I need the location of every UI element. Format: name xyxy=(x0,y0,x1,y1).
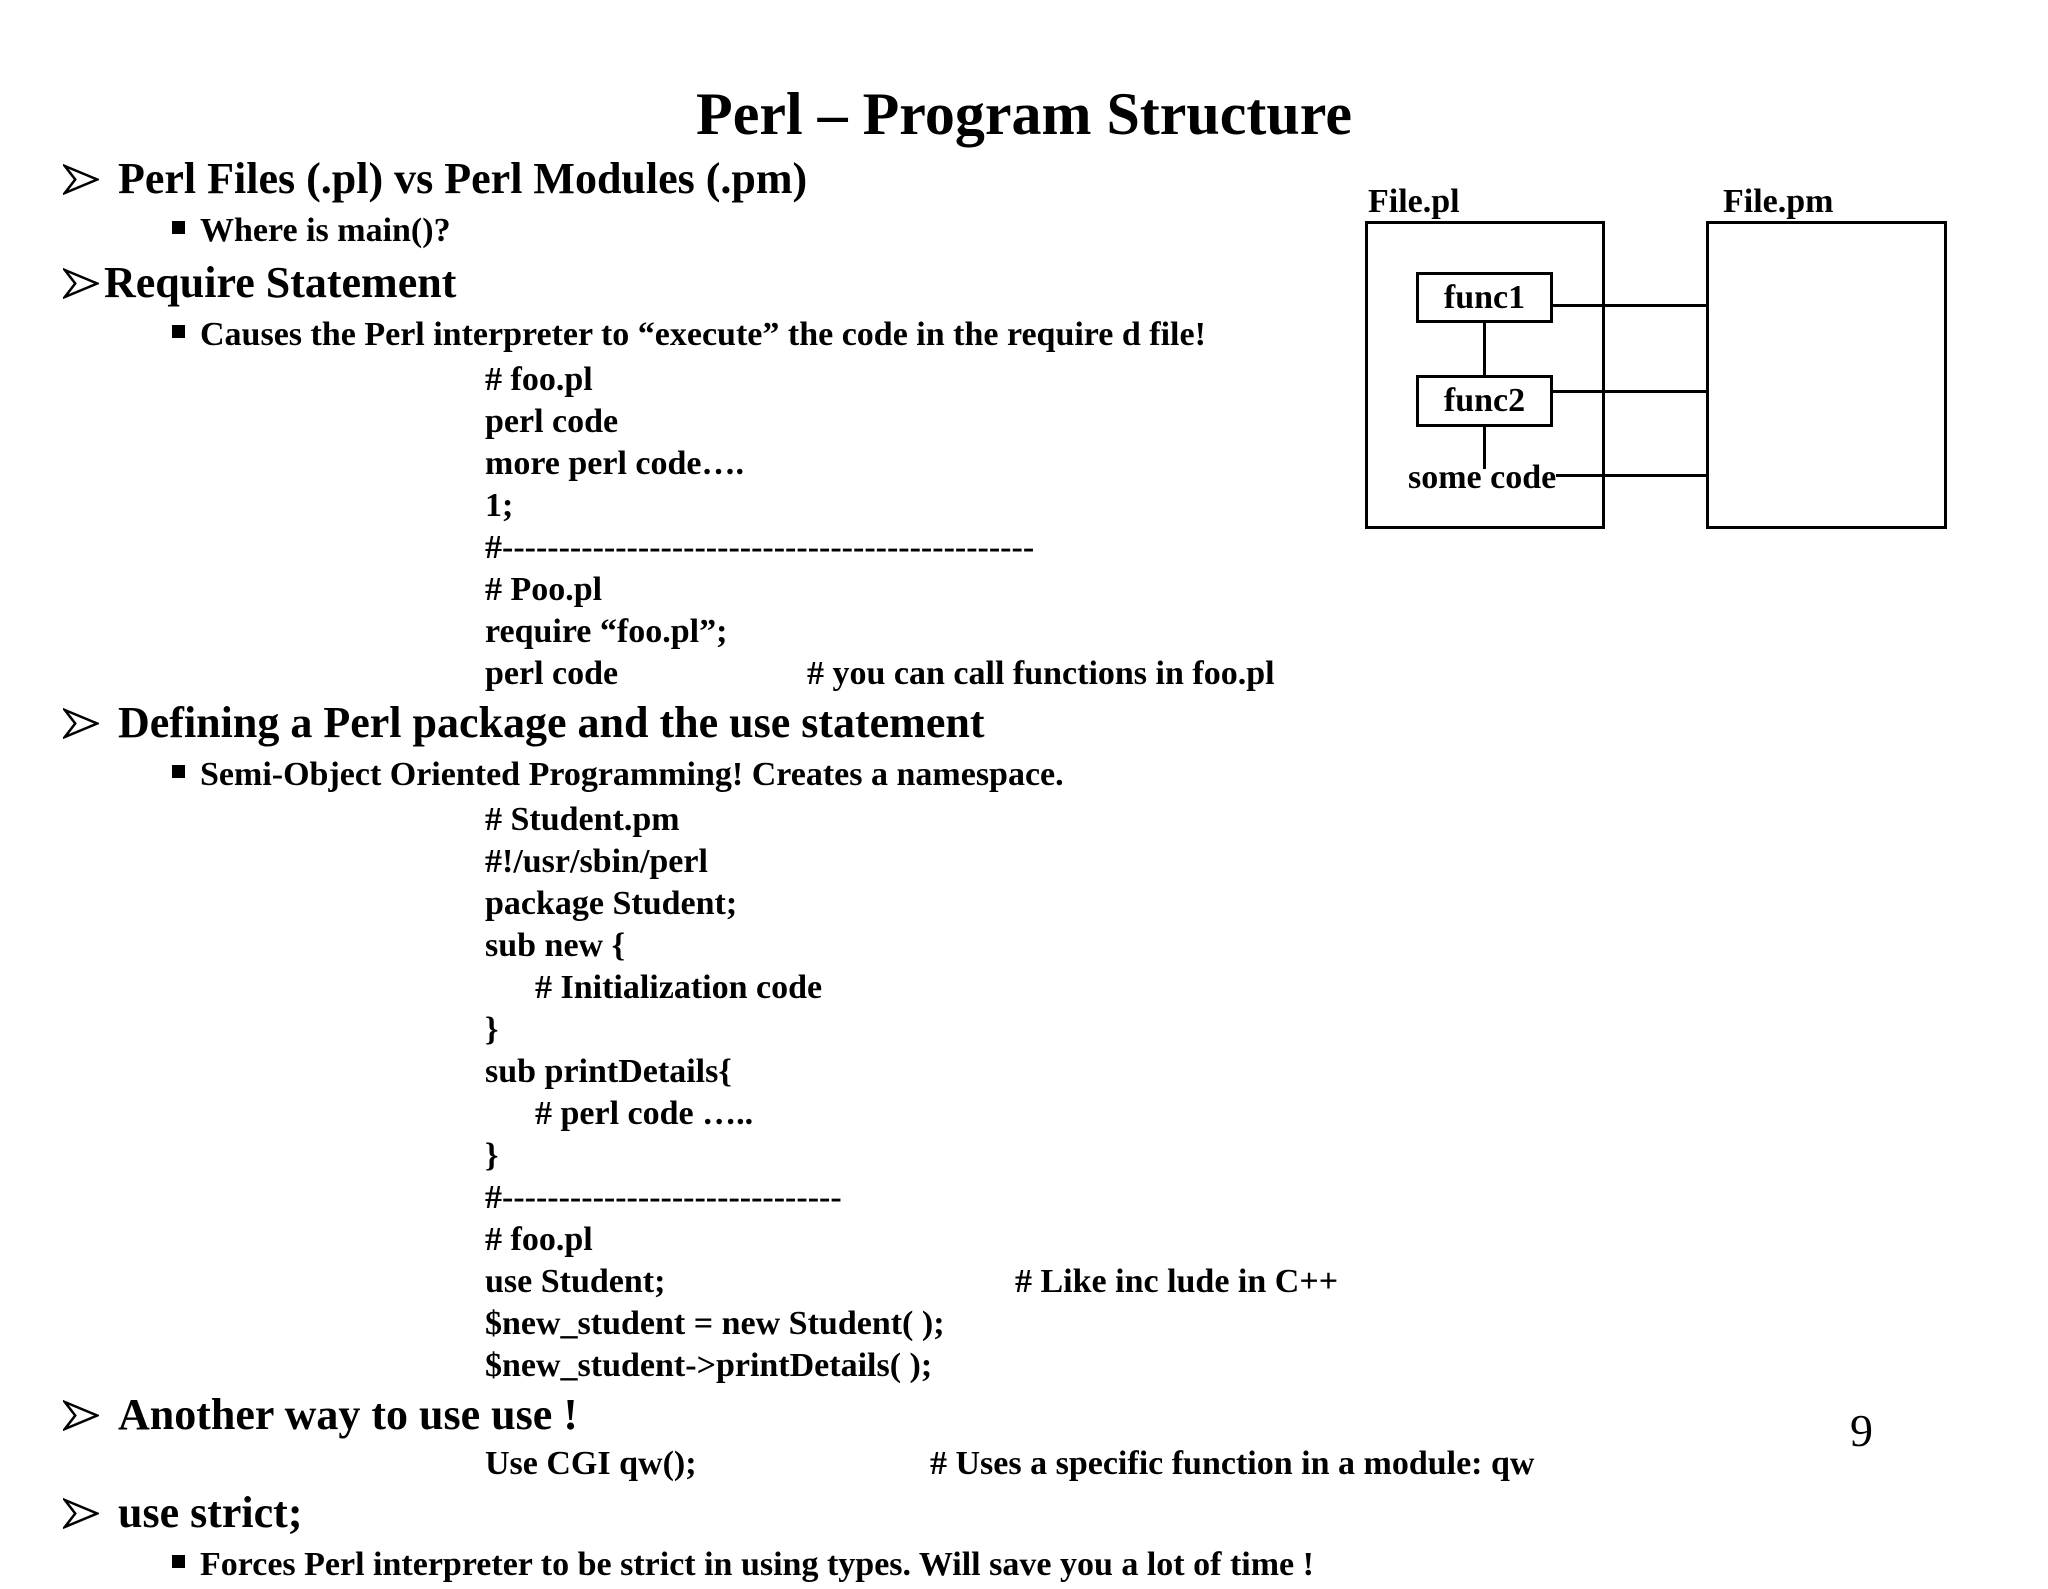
sub-bullet: Causes the Perl interpreter to “execute”… xyxy=(0,311,1365,359)
code-line: # Poo.pl xyxy=(485,571,603,608)
code-comment: # Uses a specific function in a module: … xyxy=(930,1445,1535,1482)
square-bullet-icon xyxy=(172,221,185,234)
bullet-heading: Defining a Perl package and the use stat… xyxy=(0,695,1365,751)
code-line: # foo.pl xyxy=(485,361,593,398)
code-text: use Student; xyxy=(485,1263,666,1300)
bullet-heading: use strict; xyxy=(0,1485,1365,1541)
code-line: sub printDetails{ xyxy=(485,1053,732,1090)
code-line: #------------------------------ xyxy=(485,1179,842,1216)
code-line: perl code # you can call functions in foo… xyxy=(0,653,1365,695)
filepl-label: File.pl xyxy=(1368,183,1460,220)
code-line: sub new { xyxy=(485,927,626,964)
bullet-heading: Perl Files (.pl) vs Perl Modules (.pm) xyxy=(0,151,1365,207)
filepm-box xyxy=(1706,221,1947,529)
link-func2-somecode xyxy=(1483,425,1486,469)
func1-box: func1 xyxy=(1416,272,1553,323)
bullet-heading: Require Statement xyxy=(0,255,1365,311)
connector-line-func2 xyxy=(1551,390,1707,393)
code-line: # Student.pm xyxy=(485,801,680,838)
code-line: #!/usr/sbin/perl xyxy=(485,843,708,880)
code-line: } xyxy=(485,1137,499,1174)
code-line: perl code xyxy=(485,403,619,440)
arrow-bullet-icon xyxy=(60,258,101,300)
arrow-bullet-icon xyxy=(60,1488,101,1530)
sub-bullet: Forces Perl interpreter to be strict in … xyxy=(0,1541,1365,1589)
code-line: # perl code ….. xyxy=(535,1095,754,1132)
filepm-label: File.pm xyxy=(1723,183,1834,220)
slide-title: Perl – Program Structure xyxy=(696,81,1352,147)
page-number: 9 xyxy=(1850,1405,1873,1456)
sub-bullet: Where is main()? xyxy=(0,207,1365,255)
square-bullet-icon xyxy=(172,765,185,778)
code-comment: # Like inc lude in C++ xyxy=(1015,1263,1339,1300)
code-line: more perl code…. xyxy=(485,445,745,482)
connector-line-func1 xyxy=(1551,304,1707,307)
arrow-bullet-icon xyxy=(60,154,101,196)
code-line: package Student; xyxy=(485,885,738,922)
code-line: $new_student->printDetails( ); xyxy=(485,1347,933,1384)
code-line: Use CGI qw(); # Uses a specific function … xyxy=(0,1443,1534,1485)
filepl-box xyxy=(1365,221,1605,529)
code-text: Use CGI qw(); xyxy=(485,1445,697,1482)
code-line: $new_student = new Student( ); xyxy=(485,1305,945,1342)
code-line: #---------------------------------------… xyxy=(485,529,1035,566)
code-line: use Student; # Like inc lude in C++ xyxy=(0,1261,1365,1303)
code-line: require “foo.pl”; xyxy=(485,613,728,650)
code-text: perl code xyxy=(485,655,619,692)
code-line: 1; xyxy=(485,487,514,524)
link-func1-func2 xyxy=(1483,321,1486,377)
code-line: # Initialization code xyxy=(535,969,823,1006)
content-column: Perl Files (.pl) vs Perl Modules (.pm)Wh… xyxy=(0,151,1534,1589)
square-bullet-icon xyxy=(172,325,185,338)
code-line: # foo.pl xyxy=(485,1221,593,1258)
square-bullet-icon xyxy=(172,1555,185,1568)
arrow-bullet-icon xyxy=(60,1390,101,1432)
func2-box: func2 xyxy=(1416,375,1553,427)
sub-bullet: Semi-Object Oriented Programming! Create… xyxy=(0,751,1365,799)
connector-line-somecode xyxy=(1556,474,1707,477)
code-line: } xyxy=(485,1011,499,1048)
code-comment: # you can call functions in foo.pl xyxy=(807,655,1275,692)
some-code-label: some code xyxy=(1408,459,1557,496)
bullet-heading: Another way to use use ! xyxy=(0,1387,1365,1443)
arrow-bullet-icon xyxy=(60,698,101,740)
